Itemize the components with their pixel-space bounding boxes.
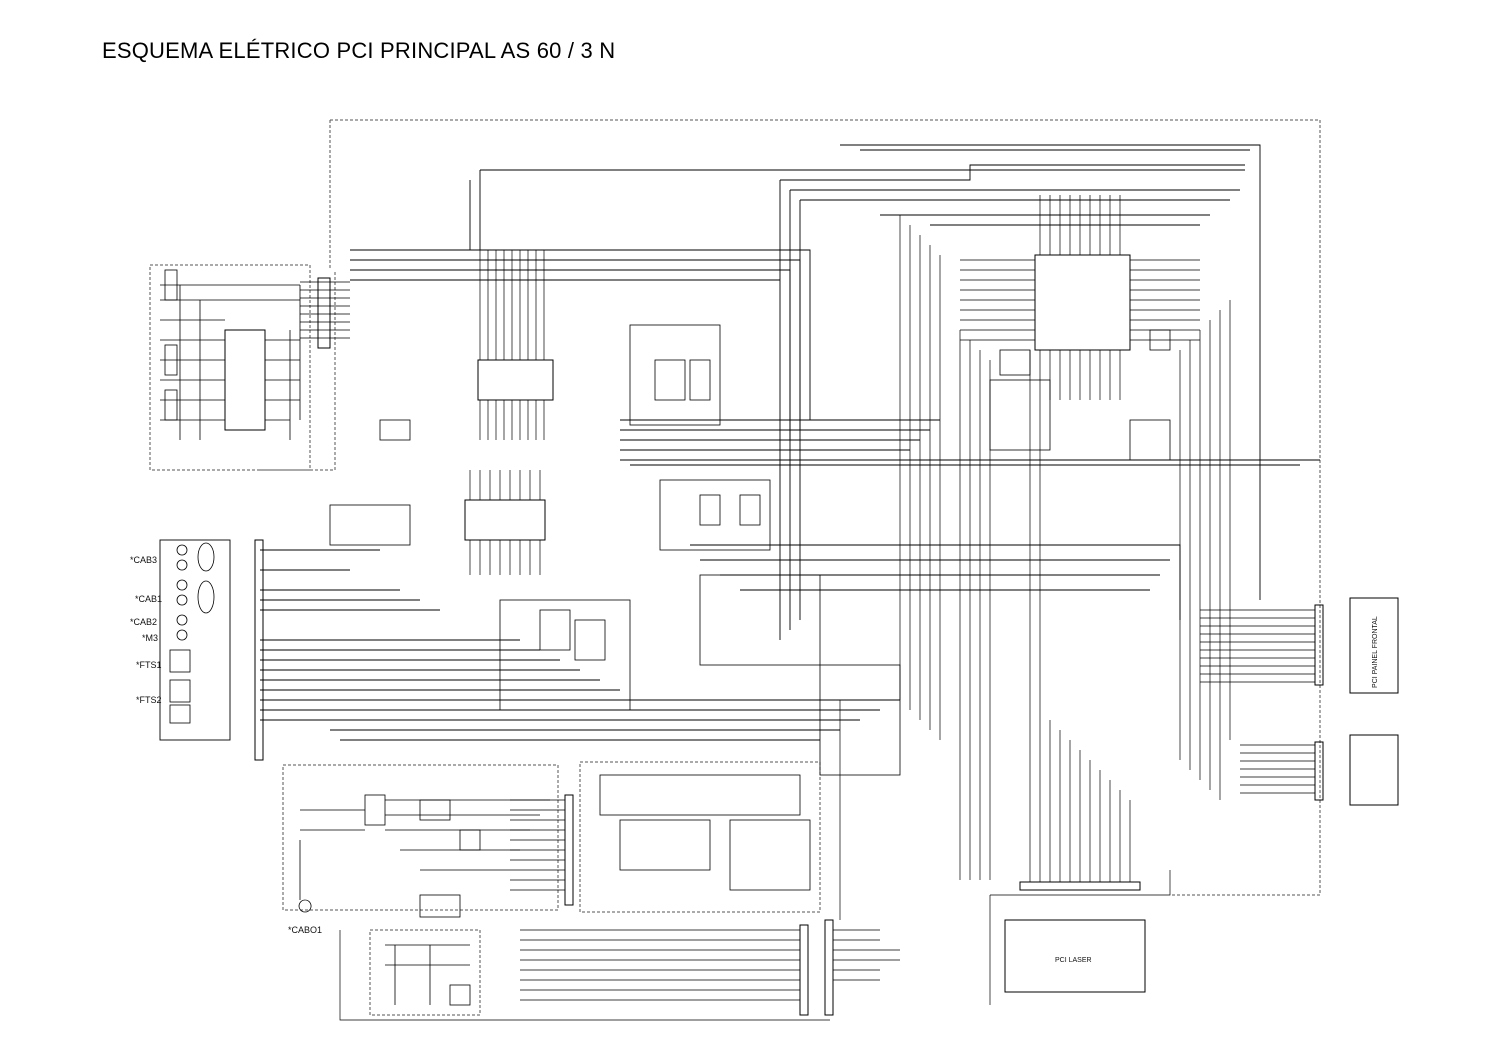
power-supply-outline [282, 764, 559, 911]
label-fts1: *FTS1 [136, 660, 162, 670]
label-fts2: *FTS2 [136, 695, 162, 705]
laser-connector [1019, 881, 1141, 891]
bottom-connector-right [824, 919, 834, 1016]
ic-upper-center [477, 359, 554, 401]
ic-center [464, 499, 546, 541]
front-panel-board [1349, 597, 1399, 694]
left-connector-strip [254, 539, 264, 761]
module-connector [1314, 741, 1324, 801]
tuner-ic [224, 329, 266, 431]
amplifier-outline [579, 761, 821, 913]
label-cab3: *CAB3 [130, 555, 157, 565]
label-m3: *M3 [142, 633, 158, 643]
connector-top-left [317, 277, 331, 349]
bottom-connector-left [799, 924, 809, 1016]
module-board [1349, 734, 1399, 806]
regulator-outline [369, 929, 481, 1016]
laser-board [1004, 919, 1146, 993]
label-front-panel: PCI PAINEL FRONTAL [1372, 616, 1379, 688]
label-laser-board: PCI LASER [1055, 957, 1092, 964]
microcontroller-ic [1034, 254, 1131, 351]
left-connector-block [159, 539, 231, 741]
label-cabo1: *CABO1 [288, 925, 322, 935]
amp-connector [564, 794, 574, 906]
label-cab1: *CAB1 [135, 594, 162, 604]
tuner-module-outline [149, 264, 311, 471]
front-panel-connector [1314, 604, 1324, 686]
page-title: ESQUEMA ELÉTRICO PCI PRINCIPAL AS 60 / 3… [102, 38, 616, 63]
label-cab2: *CAB2 [130, 617, 157, 627]
